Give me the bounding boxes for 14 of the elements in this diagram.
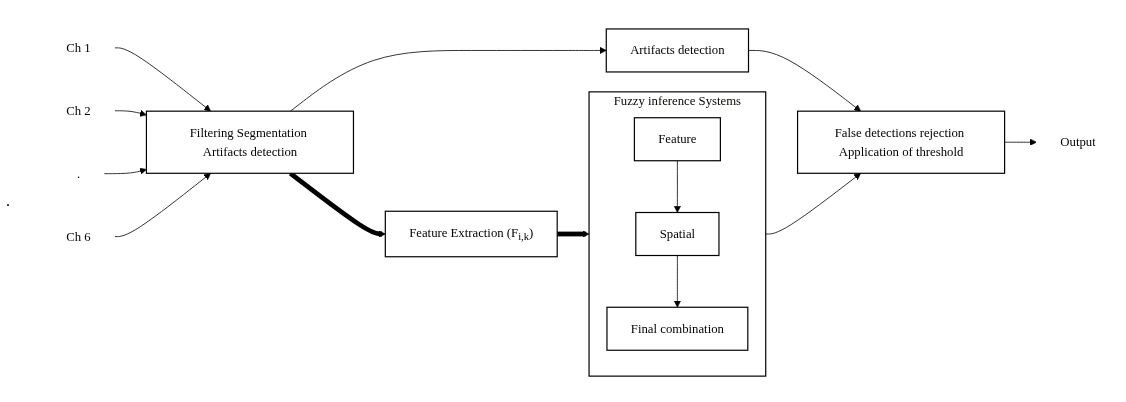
node-box: Artifacts detection: [605, 28, 750, 73]
node-box: Filtering Segmentation Artifacts detection: [145, 110, 355, 174]
node-text: Ch 2: [66, 103, 91, 117]
node-text: Ch 1: [66, 40, 91, 54]
node-box: False detections rejection Application of threshold: [796, 110, 1006, 174]
label-text: .: [6, 192, 11, 210]
node-text: Output: [1060, 134, 1096, 149]
node-text: .: [76, 166, 81, 180]
node-box: Spatial: [635, 211, 720, 256]
arrow: [557, 230, 590, 238]
node-box: Feature Extraction (F$_{i,k}$): [384, 210, 558, 258]
node-box: Feature: [633, 116, 721, 162]
node-box: Final combination: [606, 306, 749, 351]
node-text: Ch 6: [66, 229, 91, 243]
